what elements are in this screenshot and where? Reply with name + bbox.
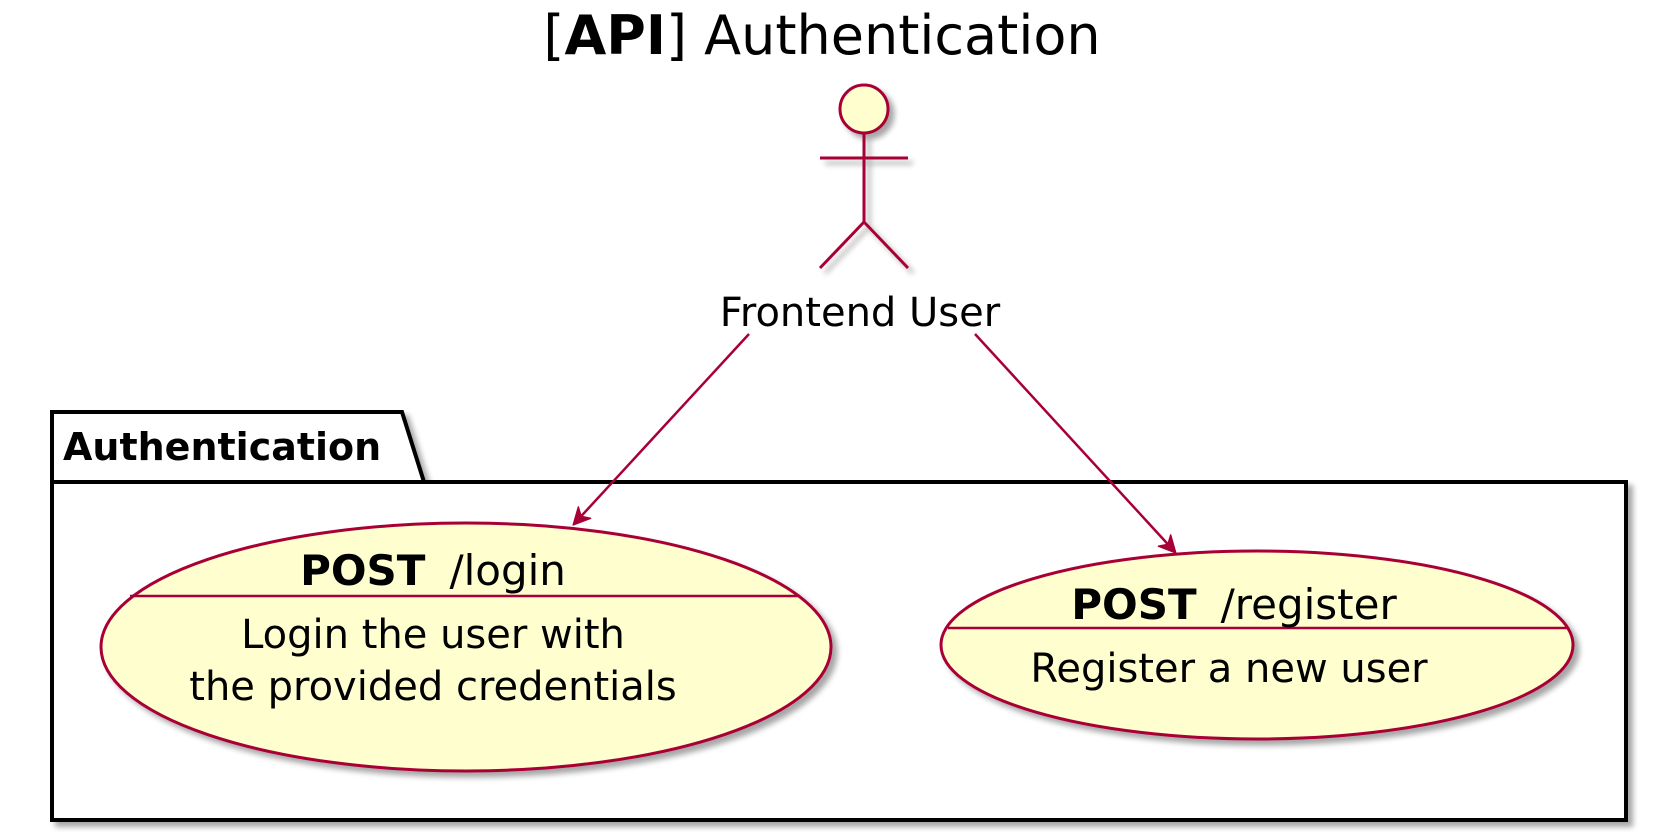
actor-head [838,83,890,135]
associations [574,333,1175,552]
actor-frontend-user [818,83,910,270]
use-case-register-heading: POST/register [1071,580,1397,629]
diagram-title: [API] Authentication [543,4,1100,67]
use-case-register-description-line-1: Register a new user [1030,646,1428,692]
use-case-login-description-line-1: Login the user with [241,612,625,658]
arrow-to-login [574,333,750,524]
actor-right-leg [862,220,910,270]
arrow-to-register [974,333,1175,552]
use-case-register-ellipse [939,549,1575,741]
use-case-login-ellipse [99,521,833,773]
use-case-register: POST/register Register a new user [939,549,1575,741]
package-label: Authentication [63,425,381,469]
actor-label: Frontend User [720,290,1001,336]
use-case-login: POST/login Login the user with the provi… [99,521,833,773]
actor-left-leg [818,220,866,270]
use-case-login-heading: POST/login [300,546,566,595]
use-case-login-description-line-2: the provided credentials [189,664,676,710]
